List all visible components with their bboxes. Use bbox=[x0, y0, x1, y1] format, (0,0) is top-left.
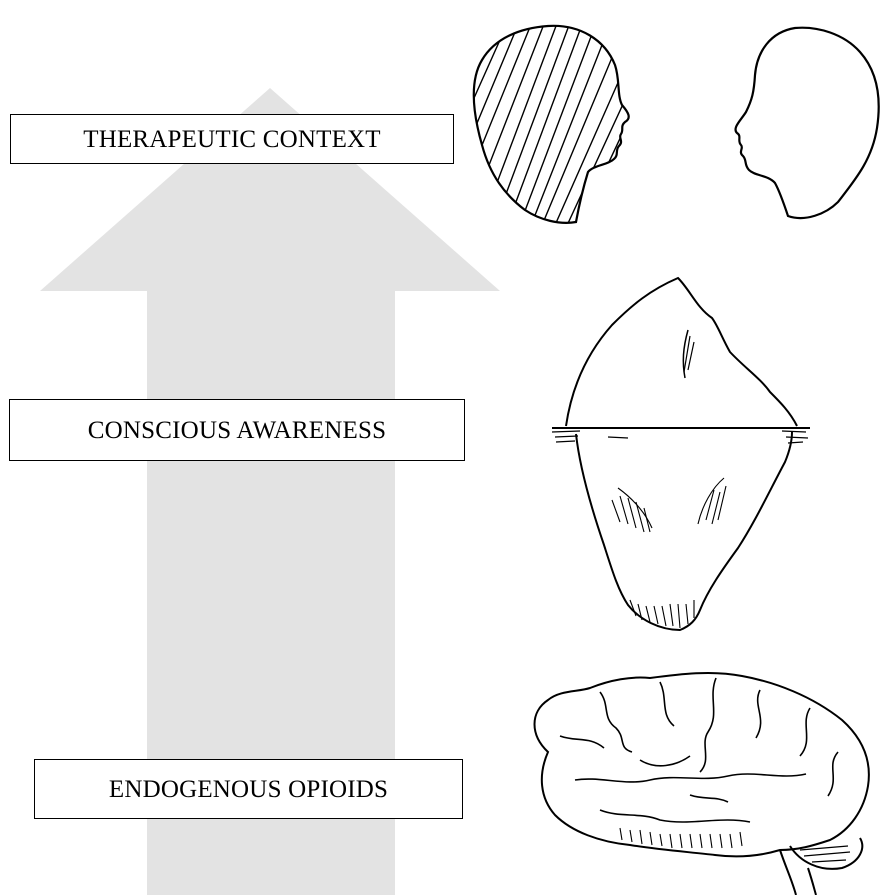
iceberg-icon bbox=[552, 278, 810, 630]
brain-icon bbox=[535, 673, 869, 895]
hatched-head-icon bbox=[464, 20, 640, 232]
outline-head-icon bbox=[736, 28, 879, 218]
